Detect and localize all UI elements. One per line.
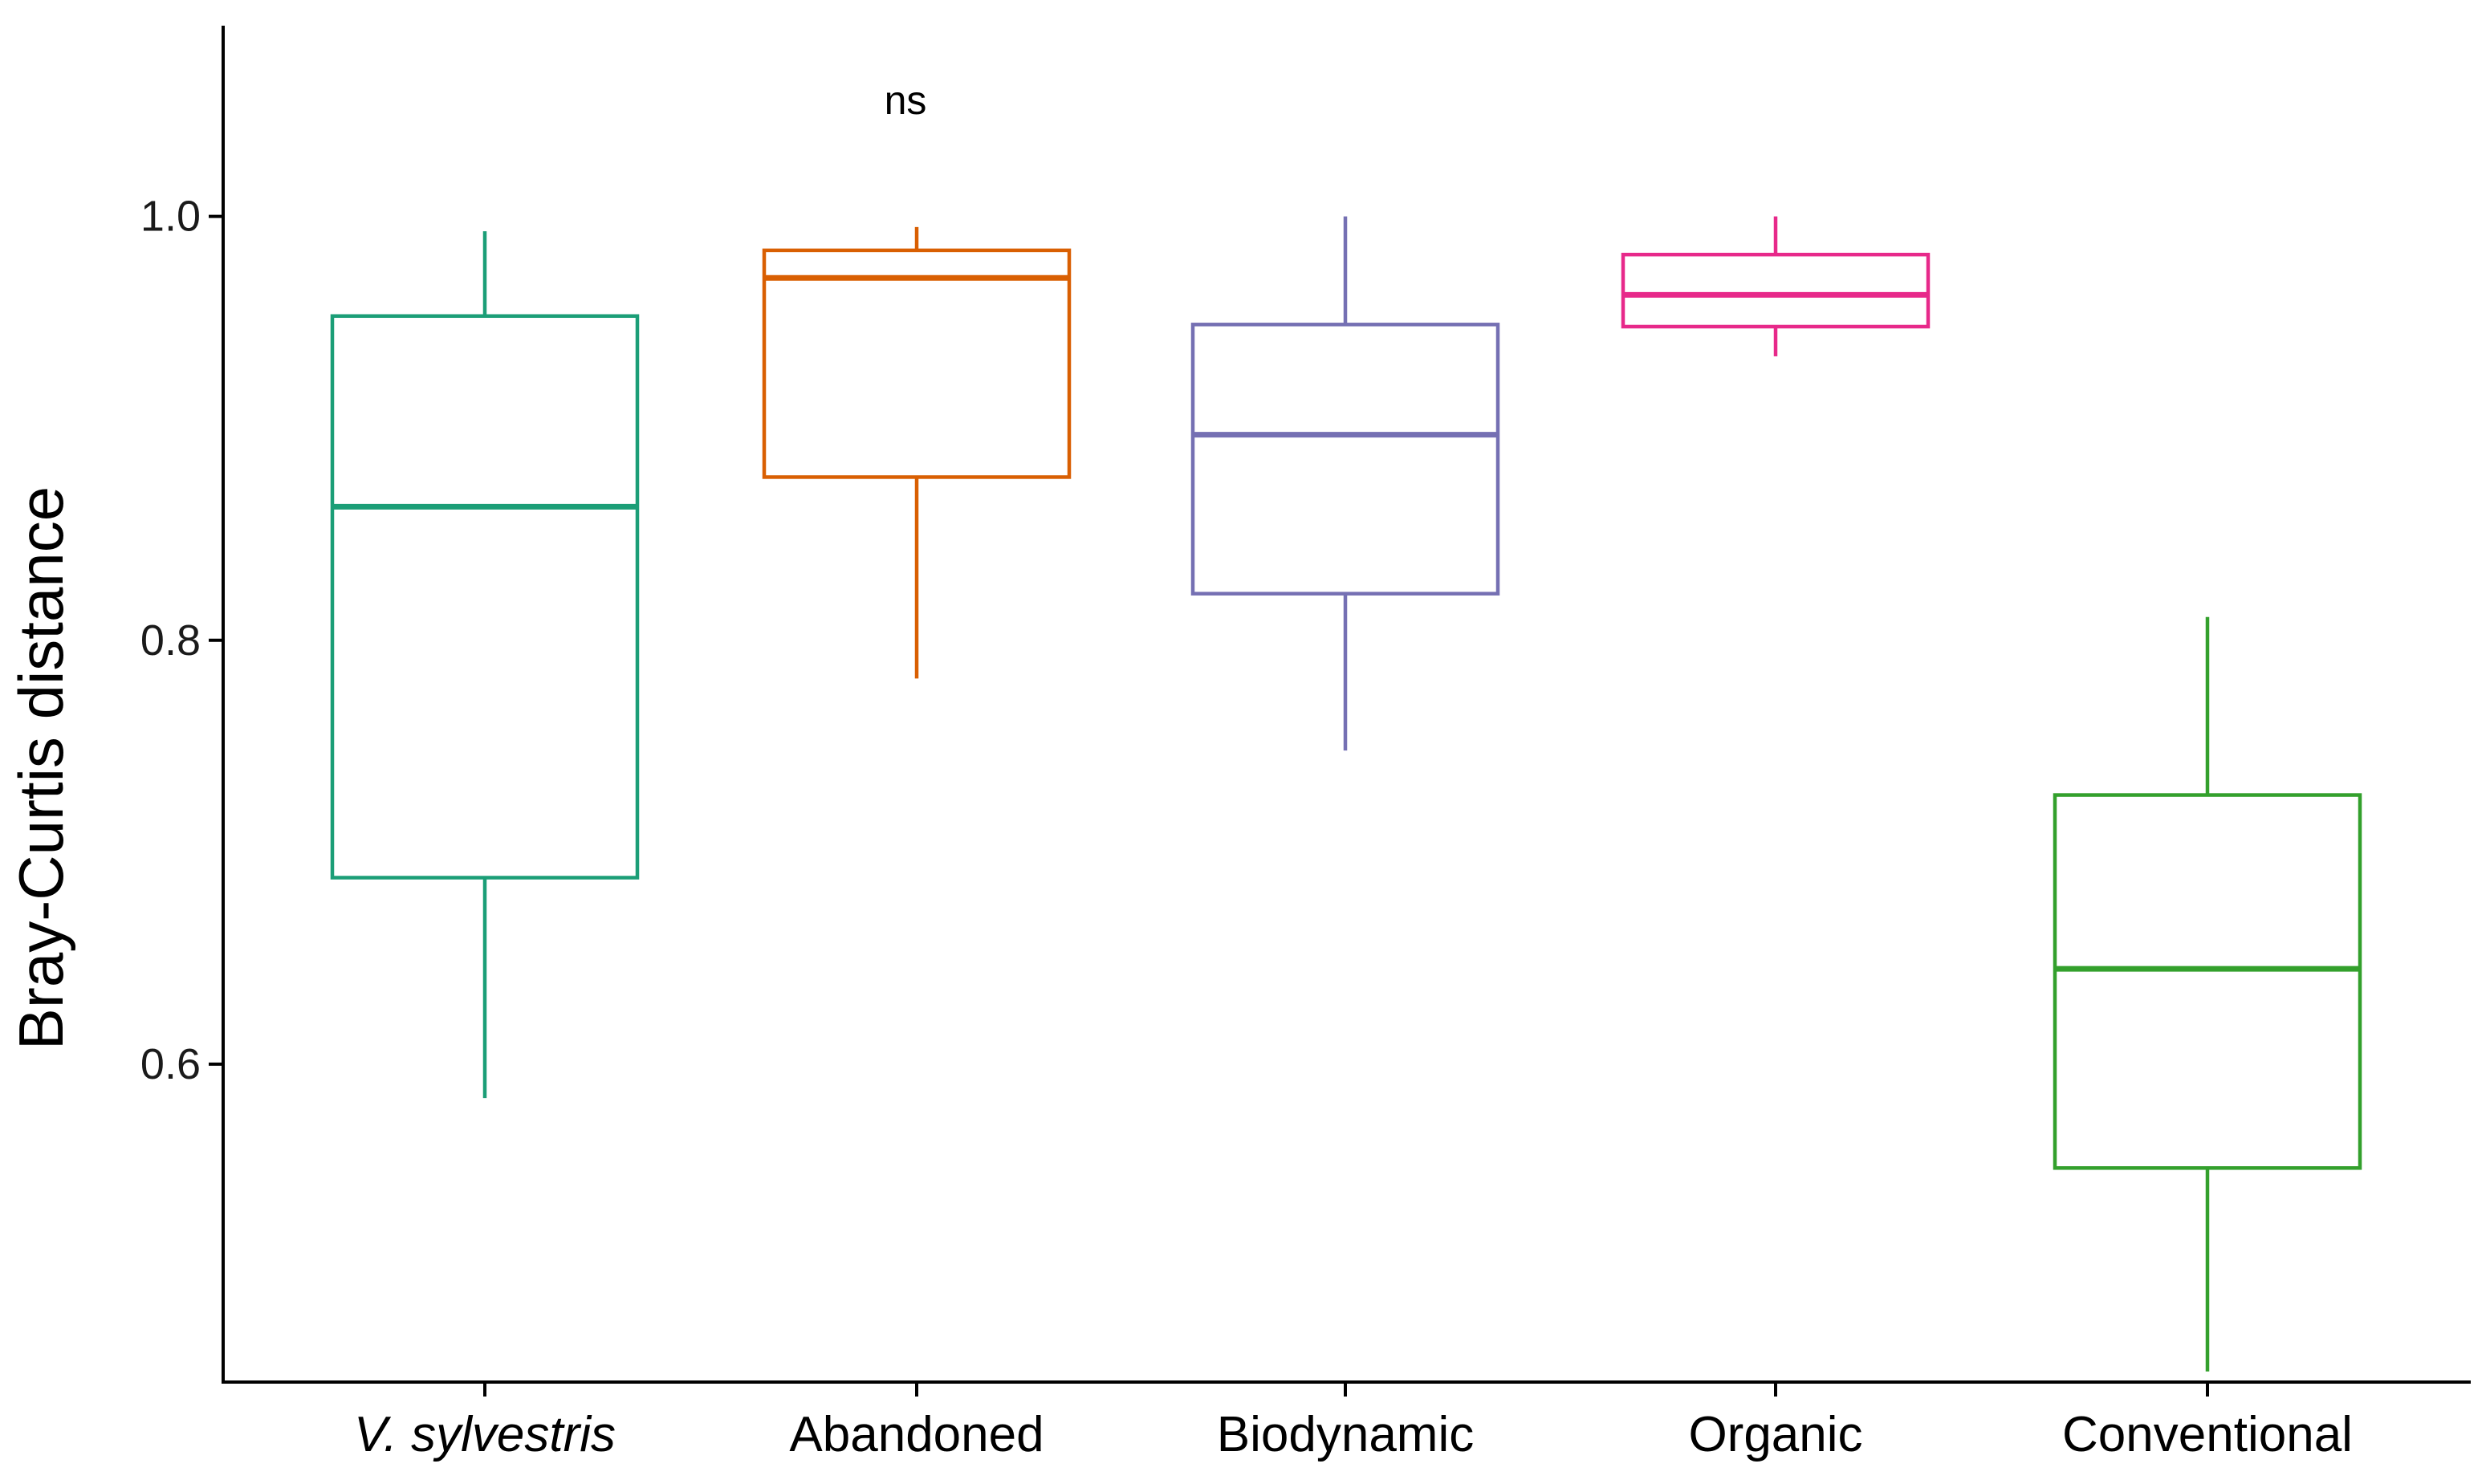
x-tick-label: Conventional [2062, 1407, 2353, 1462]
significance-annotation: ns [885, 78, 927, 123]
box-biodynamic [1190, 216, 1500, 751]
y-ticks: 0.6 0.8 1.0 [140, 193, 223, 1088]
x-tick-label: Organic [1688, 1407, 1862, 1462]
y-tick-label: 1.0 [140, 193, 201, 241]
x-tick-label: Biodynamic [1217, 1407, 1474, 1462]
iqr-box [330, 314, 640, 880]
iqr-box [2053, 793, 2362, 1170]
box-abandoned [762, 226, 1072, 679]
box-organic [1621, 216, 1931, 356]
box-v-sylvestris [330, 231, 640, 1099]
box-conventional [2053, 616, 2362, 1372]
y-tick-label: 0.6 [140, 1040, 201, 1088]
x-tick-label: Abandoned [789, 1407, 1044, 1462]
y-axis-title: Bray-Curtis distance [6, 486, 76, 1050]
iqr-box [1621, 252, 1931, 329]
boxes-layer [330, 216, 2362, 1372]
x-ticks: V. sylvestris Abandoned Biodynamic Organic C… [354, 1382, 2353, 1462]
iqr-box [1190, 323, 1500, 596]
iqr-box [762, 248, 1072, 479]
y-tick-label: 0.8 [140, 616, 201, 665]
x-tick-label: V. sylvestris [354, 1407, 616, 1462]
